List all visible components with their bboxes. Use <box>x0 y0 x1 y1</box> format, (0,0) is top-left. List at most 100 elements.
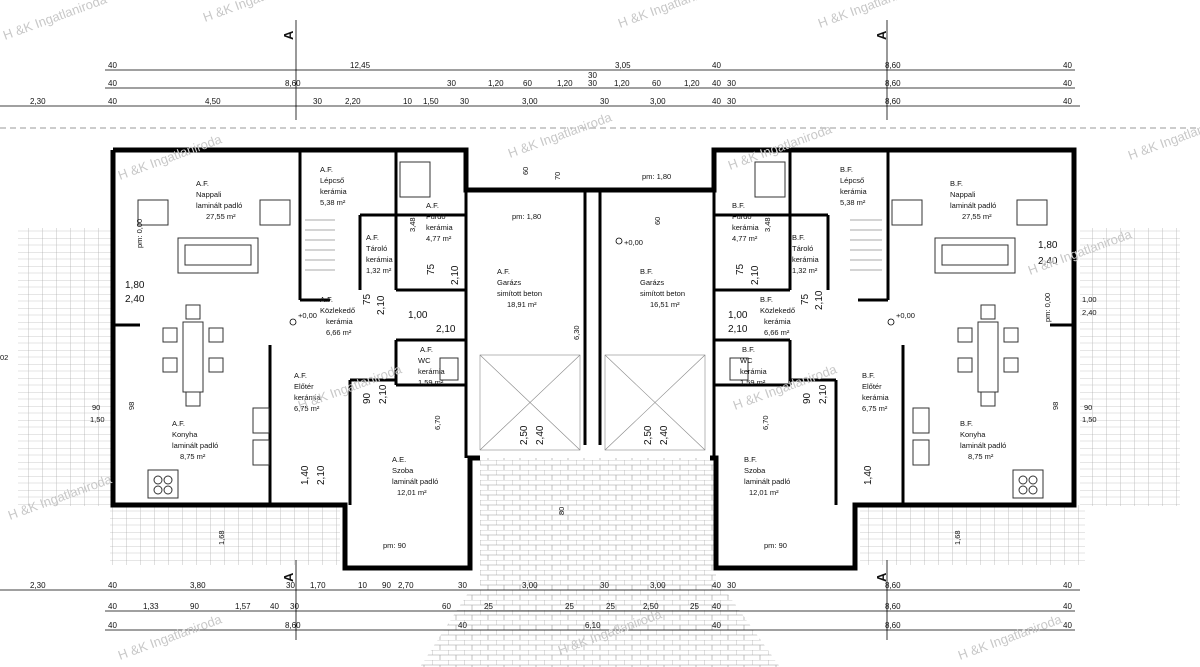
dim: 3,00 <box>522 581 538 590</box>
dim: 40 <box>1063 621 1072 630</box>
dim: 1,20 <box>557 79 573 88</box>
window-dim: 1,50 <box>1082 415 1097 424</box>
furniture <box>137 161 1048 499</box>
dim: 30 <box>290 602 299 611</box>
room-area: 1,59 m² <box>740 378 766 387</box>
room-floor: laminált padló <box>744 477 790 486</box>
room-area: 16,51 m² <box>650 300 680 309</box>
room-area: 1,32 m² <box>366 266 392 275</box>
dim: 40 <box>108 621 117 630</box>
room-a-wc: A.F. WC kerámia 1,59 m² <box>418 345 446 387</box>
dimension-lines <box>0 20 1080 640</box>
room-labels: A.F. Nappali laminált padló 27,55 m² A.F… <box>172 165 1006 497</box>
dim: 40 <box>108 97 117 106</box>
room-area: 1,59 m² <box>418 378 444 387</box>
room-name: Lépcső <box>320 176 344 185</box>
door-dim: 2,10 <box>750 265 761 285</box>
door-dim: 75 <box>426 263 437 275</box>
watermark-text: H &K Ingatlaniroda <box>506 109 614 161</box>
room-area: 6,66 m² <box>326 328 352 337</box>
dim: 8,60 <box>285 621 301 630</box>
room-owner: B.F. <box>742 345 755 354</box>
dim: 1,33 <box>143 602 159 611</box>
room-name: Előtér <box>294 382 314 391</box>
dim: 40 <box>1063 97 1072 106</box>
dim: 25 <box>565 602 574 611</box>
room-name: Garázs <box>640 278 664 287</box>
room-owner: A.F. <box>294 371 307 380</box>
watermark-text: H &K Ingatlaniroda <box>116 611 224 663</box>
room-area: 4,77 m² <box>426 234 452 243</box>
level-symbol <box>289 318 297 326</box>
dimension-value: 1,68 <box>217 530 226 545</box>
dim: 30 <box>286 581 295 590</box>
section-marker-a-bottom-right: A <box>874 572 889 582</box>
double-door-dim: 2,40 <box>1038 256 1058 267</box>
dim: 3,00 <box>650 97 666 106</box>
dim: 30 <box>447 79 456 88</box>
dim: 2,30 <box>30 97 46 106</box>
dim: 10 <box>358 581 367 590</box>
dim: 1,20 <box>488 79 504 88</box>
dim: 40 <box>108 581 117 590</box>
opening-label: pm: 90 <box>764 541 787 550</box>
room-a-garazs: A.F. Garázs simított beton 18,91 m² <box>497 267 542 309</box>
dimension-value: 98 <box>1051 402 1060 410</box>
opening-label: pm: 0,00 <box>1043 293 1052 322</box>
dim: 25 <box>484 602 493 611</box>
dim: 2,30 <box>30 581 46 590</box>
door-dim: 2,10 <box>450 265 461 285</box>
dim: 1,50 <box>423 97 439 106</box>
opening-labels: pm: 1,80 pm: 1,80 pm: 90 pm: 90 2,40 1,8… <box>0 167 1097 550</box>
room-owner: B.F. <box>840 165 853 174</box>
dim: 4,50 <box>205 97 221 106</box>
dim: 30 <box>460 97 469 106</box>
room-b-szoba: B.F. Szoba laminált padló 12,01 m² <box>744 455 790 497</box>
dim: 40 <box>712 79 721 88</box>
room-floor: kerámia <box>418 367 446 376</box>
room-name: WC <box>740 356 753 365</box>
dimension-value: 6,70 <box>433 415 442 430</box>
room-owner: B.F. <box>640 267 653 276</box>
level-symbol <box>887 318 895 326</box>
room-b-tarolo: B.F. Tároló kerámia 1,32 m² <box>792 233 820 275</box>
dim: 40 <box>108 602 117 611</box>
dim: 40 <box>108 61 117 70</box>
dim: 40 <box>712 581 721 590</box>
dim: 40 <box>1063 602 1072 611</box>
dim: 8,60 <box>885 602 901 611</box>
room-floor: kerámia <box>732 223 760 232</box>
room-name: Tároló <box>792 244 813 253</box>
dim: 1,20 <box>614 79 630 88</box>
room-owner: B.F. <box>960 419 973 428</box>
bottom-dimensions: 2,30 40 3,80 30 1,70 10 90 2,70 30 3,00 … <box>30 581 1072 630</box>
room-floor: simított beton <box>497 289 542 298</box>
opening-label: pm: 0,00 <box>135 219 144 248</box>
room-floor: kerámia <box>426 223 454 232</box>
room-owner: B.F. <box>744 455 757 464</box>
room-name: Közlekedő <box>320 306 355 315</box>
dimension-value: 6,70 <box>761 415 770 430</box>
level-symbol <box>615 237 623 245</box>
dimension-value: 70 <box>553 172 562 180</box>
door-dim: 75 <box>735 263 746 275</box>
door-dim: 1,40 <box>300 465 311 485</box>
dim: 90 <box>382 581 391 590</box>
door-dim: 2,10 <box>378 384 389 404</box>
room-area: 5,38 m² <box>840 198 866 207</box>
room-floor: kerámia <box>294 393 322 402</box>
room-floor: laminált padló <box>960 441 1006 450</box>
garage-door-marks <box>479 354 706 451</box>
dimension-value: 02 <box>0 353 8 362</box>
room-owner: A.F. <box>420 345 433 354</box>
room-area: 6,75 m² <box>294 404 320 413</box>
room-owner: B.F. <box>732 201 745 210</box>
dim: 1,57 <box>235 602 251 611</box>
dim: 1,70 <box>310 581 326 590</box>
dim: 60 <box>442 602 451 611</box>
dimension-value: 80 <box>557 507 566 515</box>
dim: 30 <box>727 97 736 106</box>
room-floor: laminált padló <box>172 441 218 450</box>
level-mark: +0,00 <box>298 311 317 320</box>
watermark-text: H &K Ingatlaniroda <box>201 0 309 25</box>
